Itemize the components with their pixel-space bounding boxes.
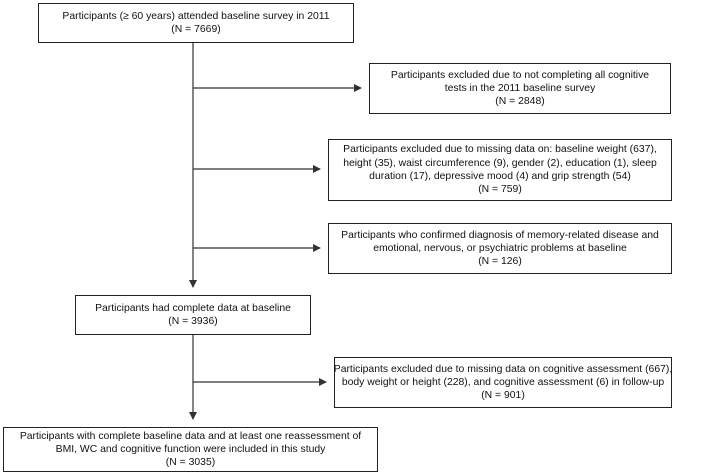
excluded-diagnosis-text-line-2: emotional, nervous, or psychiatric probl… [373,242,627,254]
excluded-cognitive-box: Participants excluded due to not complet… [369,63,671,114]
baseline-survey-box: Participants (≥ 60 years) attended basel… [38,3,354,43]
excluded-followup-text-line-1: Participants excluded due to missing dat… [333,363,673,375]
baseline-survey-count: (N = 7669) [171,24,221,35]
complete-baseline-text: Participants had complete data at baseli… [95,302,291,314]
final-sample-text-line-1: Participants with complete baseline data… [19,430,362,442]
excluded-followup-text-line-2: body weight or height (228), and cogniti… [341,376,665,388]
excluded-cognitive-count: (N = 2848) [495,96,545,108]
complete-baseline-count: (N = 3936) [168,316,218,327]
excluded-cognitive-text-line-2: tests in the 2011 baseline survey [444,82,596,94]
excluded-missing-text-line-3: duration (17), depressive mood (4) and g… [369,171,631,182]
excluded-missing-text-line-1: Participants excluded due to missing dat… [343,144,657,156]
excluded-diagnosis-box: Participants who confirmed diagnosis of … [328,223,672,274]
excluded-diagnosis-count: (N = 126) [478,256,522,268]
excluded-followup-count: (N = 901) [481,390,525,402]
final-sample-box: Participants with complete baseline data… [3,427,378,472]
complete-baseline-box: Participants had complete data at baseli… [75,295,311,335]
final-sample-text-line-2: BMI, WC and cognitive function were incl… [55,443,326,455]
excluded-missing-count: (N = 759) [478,184,522,196]
final-sample-count: (N = 3035) [165,457,216,469]
excluded-diagnosis-text-line-1: Participants who confirmed diagnosis of … [341,229,659,241]
excluded-missing-text-line-2: height (35), waist circumference (9), ge… [343,157,657,169]
excluded-cognitive-text-line-1: Participants excluded due to not complet… [390,69,650,81]
excluded-followup-box: Participants excluded due to missing dat… [334,357,672,408]
excluded-missing-data-box: Participants excluded due to missing dat… [328,139,672,201]
baseline-survey-text: Participants (≥ 60 years) attended basel… [62,10,330,22]
